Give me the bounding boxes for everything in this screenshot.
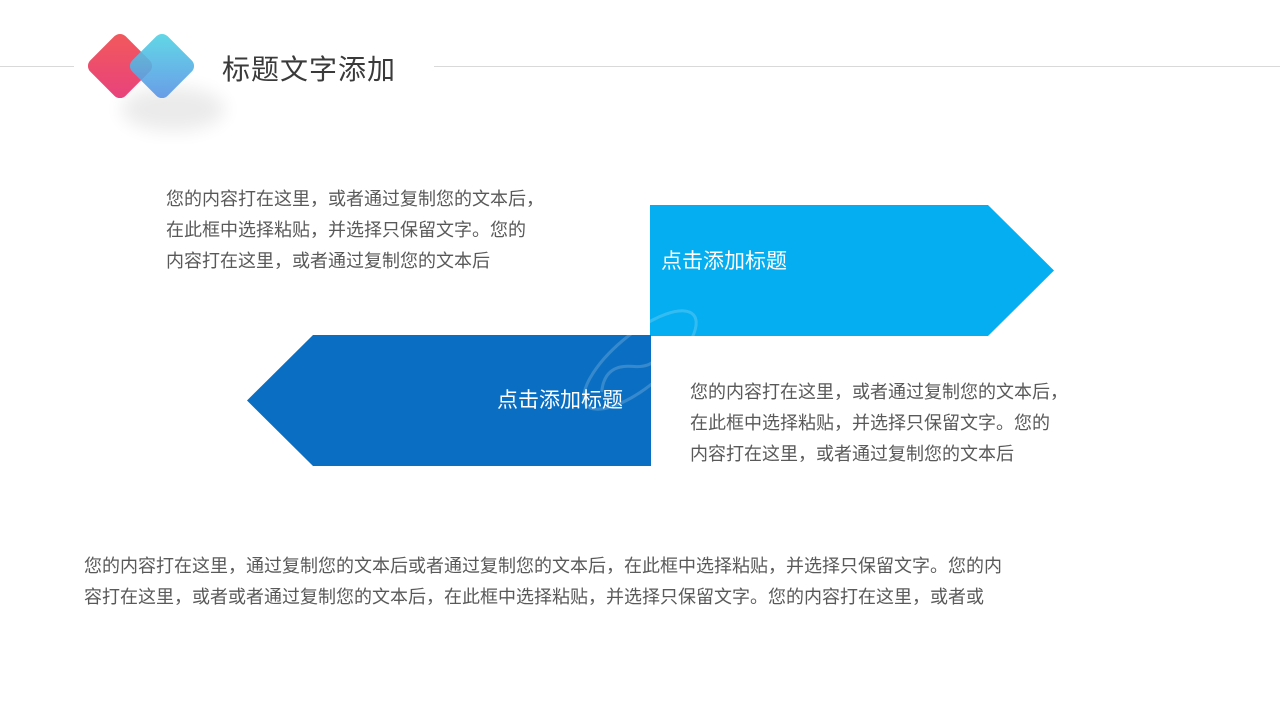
bottom-paragraph: 您的内容打在这里，通过复制您的文本后或者通过复制您的文本后，在此框中选择粘贴，并… — [84, 551, 1002, 613]
blue-diamond-shape — [129, 33, 195, 99]
paragraph-line: 您的内容打在这里，或者通过复制您的文本后， — [690, 382, 1068, 403]
paragraph-line: 您的内容打在这里，通过复制您的文本后或者通过复制您的文本后，在此框中选择粘贴，并… — [84, 556, 1002, 577]
page-title: 标题文字添加 — [222, 53, 397, 86]
paragraph-line: 在此框中选择粘贴，并选择只保留文字。您的 — [690, 413, 1050, 434]
paragraph-line: 在此框中选择粘贴，并选择只保留文字。您的 — [166, 220, 526, 241]
paragraph-line: 内容打在这里，或者通过复制您的文本后 — [690, 444, 1014, 465]
header-divider-left — [0, 66, 74, 67]
left-arrow-title[interactable]: 点击添加标题 — [497, 388, 623, 412]
header-divider-right — [434, 66, 1280, 67]
top-left-paragraph: 您的内容打在这里，或者通过复制您的文本后， 在此框中选择粘贴，并选择只保留文字。… — [166, 184, 544, 277]
pink-diamond-shape — [87, 33, 153, 99]
paragraph-line: 内容打在这里，或者通过复制您的文本后 — [166, 251, 490, 272]
right-arrow-title[interactable]: 点击添加标题 — [661, 249, 787, 273]
watermark-icon — [582, 309, 698, 411]
paragraph-line: 容打在这里，或者或者通过复制您的文本后，在此框中选择粘贴，并选择只保留文字。您的… — [84, 587, 984, 608]
paragraph-line: 您的内容打在这里，或者通过复制您的文本后， — [166, 189, 544, 210]
right-arrow-banner[interactable] — [650, 205, 1054, 336]
right-paragraph: 您的内容打在这里，或者通过复制您的文本后， 在此框中选择粘贴，并选择只保留文字。… — [690, 377, 1068, 470]
diamond-logo-icon — [87, 33, 225, 131]
left-arrow-banner[interactable] — [247, 335, 651, 466]
